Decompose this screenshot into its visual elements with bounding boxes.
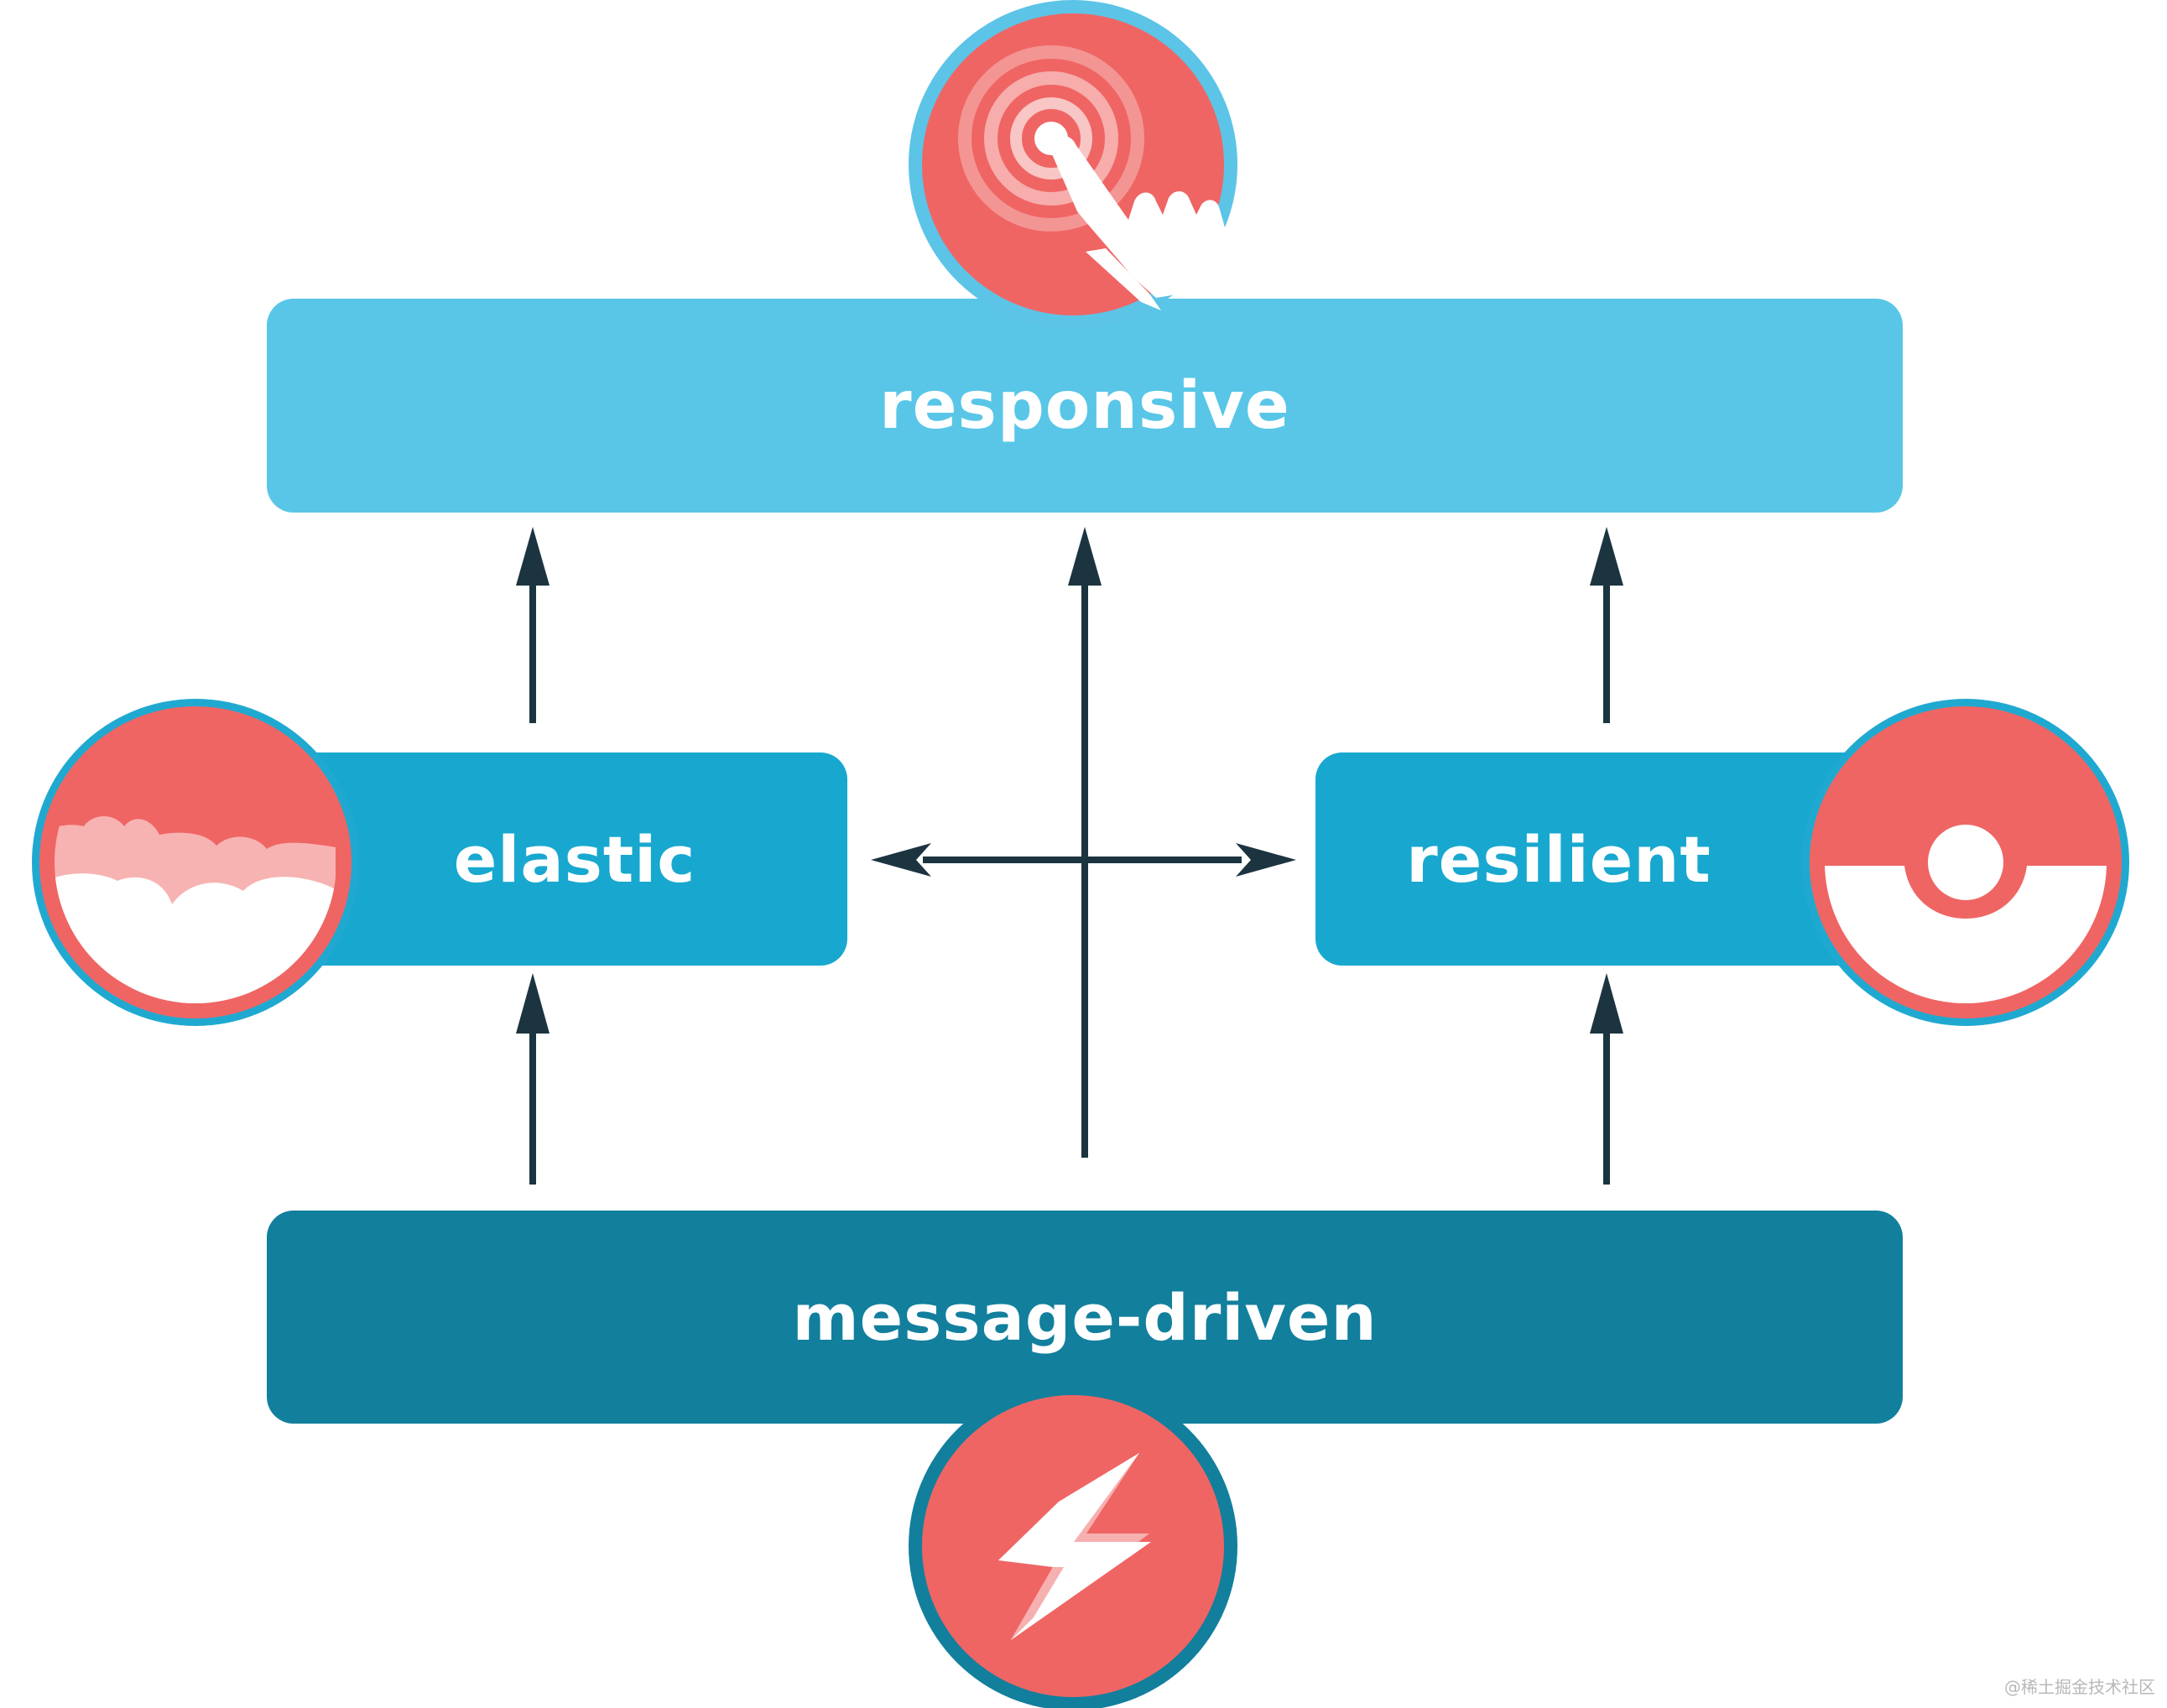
arrowhead-message-to-responsive xyxy=(1068,527,1102,586)
arrowhead-to-resilient xyxy=(1236,843,1296,877)
arrow-group xyxy=(516,527,1623,1185)
message-driven-label: message-driven xyxy=(792,1279,1378,1355)
arrowhead-elastic-to-responsive xyxy=(516,527,550,586)
resilient-box: resilient xyxy=(1315,752,1878,966)
arrowhead-message-to-resilient xyxy=(1590,973,1623,1034)
touch-icon xyxy=(909,0,1237,329)
clouds-icon xyxy=(32,699,359,1026)
responsive-box: responsive xyxy=(267,299,1903,513)
arrowhead-to-elastic xyxy=(871,843,931,877)
responsive-label: responsive xyxy=(879,367,1290,444)
elastic-box: elastic xyxy=(285,752,847,966)
resilient-label: resilient xyxy=(1406,821,1711,897)
ball-icon xyxy=(1802,699,2129,1026)
arrowhead-message-to-elastic xyxy=(516,973,550,1034)
watermark: @稀土掘金技术社区 xyxy=(2004,1677,2155,1697)
arrowhead-resilient-to-responsive xyxy=(1590,527,1623,586)
elastic-label: elastic xyxy=(453,821,696,897)
lightning-icon xyxy=(909,1382,1237,1708)
